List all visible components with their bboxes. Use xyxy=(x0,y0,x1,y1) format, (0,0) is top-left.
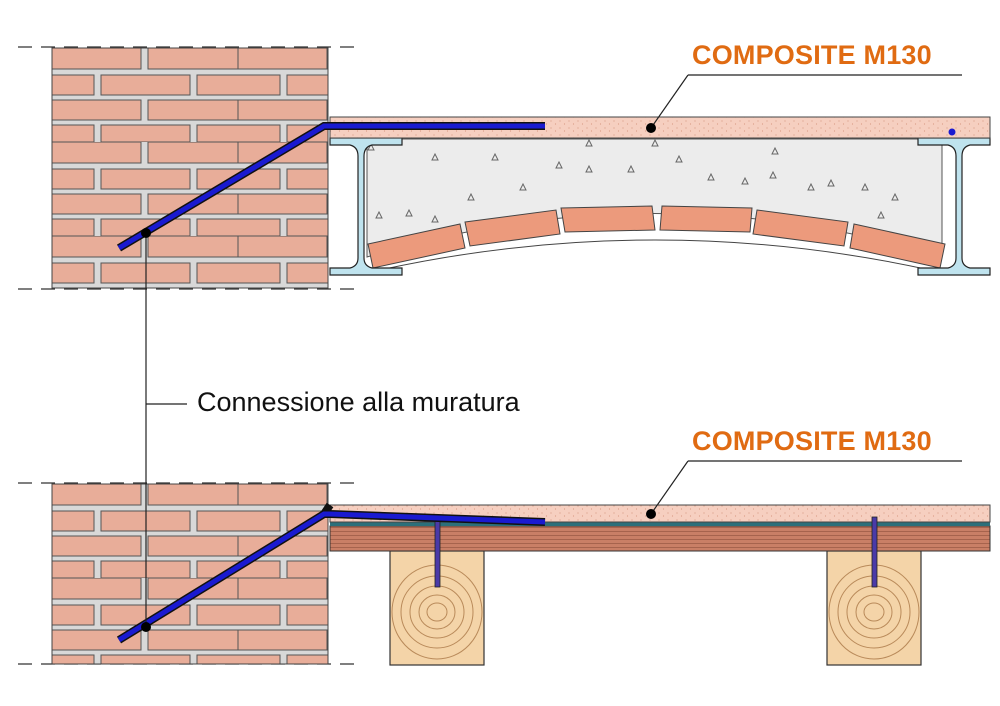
leader-bottom-product xyxy=(650,460,689,515)
leader-dot-bottom-screed xyxy=(646,509,656,519)
leader-top-product xyxy=(650,74,689,129)
connector-bar-top-inner xyxy=(117,123,545,251)
membrane-layer xyxy=(330,522,990,526)
brick-arch xyxy=(367,205,946,269)
dowel-right xyxy=(871,516,878,588)
aggregate-marks xyxy=(367,138,899,223)
plank-boarding xyxy=(329,525,991,552)
connector-bar-bottom-inner xyxy=(117,511,546,643)
product-label-top: COMPOSITE M130 xyxy=(692,40,932,70)
connector-end-dot xyxy=(948,128,956,136)
leader-dot-top-screed xyxy=(646,123,656,133)
arch-intrados xyxy=(379,239,931,271)
connection-label: Connessione alla muratura xyxy=(197,387,520,417)
steel-beam-left xyxy=(329,137,403,276)
product-label-bottom: COMPOSITE M130 xyxy=(692,426,932,456)
steel-beam-right xyxy=(917,137,991,276)
connection-dot-top xyxy=(141,228,151,238)
dowel-left xyxy=(434,516,441,588)
connection-dot-bottom xyxy=(141,622,151,632)
brick-wall-bottom xyxy=(51,483,329,665)
timber-beam-right xyxy=(826,550,922,666)
brick-wall-top xyxy=(51,47,329,289)
